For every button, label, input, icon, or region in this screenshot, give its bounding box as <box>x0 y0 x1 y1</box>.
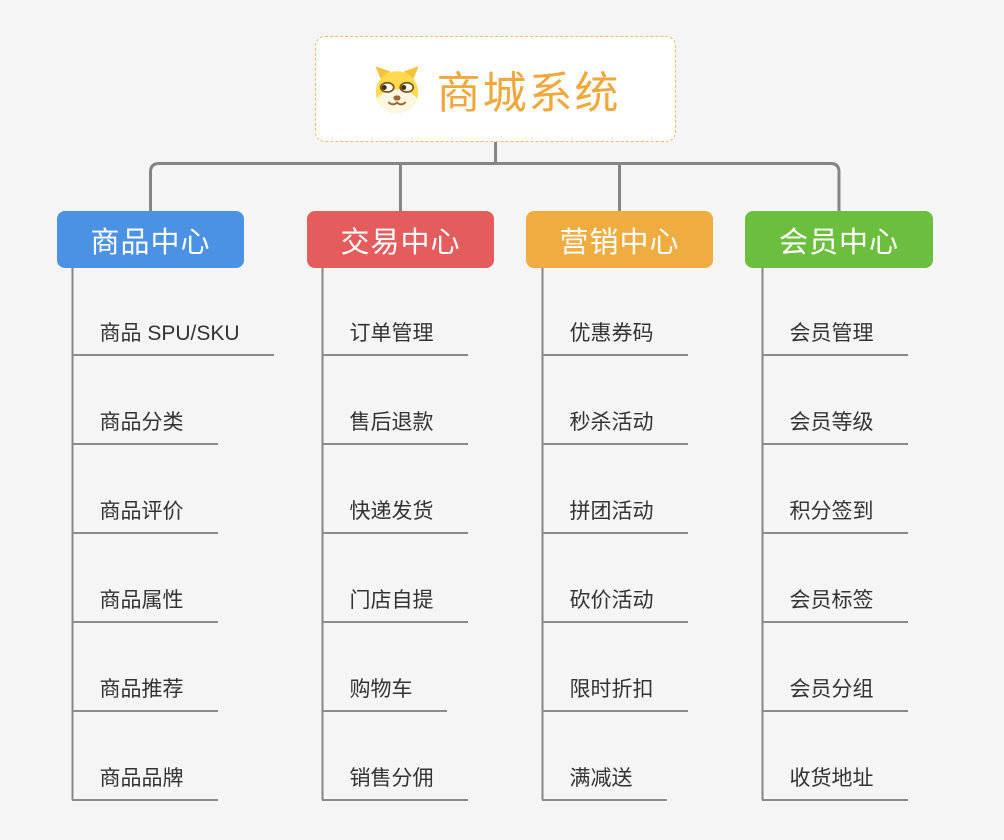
leaf-node[interactable]: 积分签到 <box>761 501 908 534</box>
branch-node-product-center[interactable]: 商品中心 <box>57 211 244 268</box>
leaf-node[interactable]: 会员管理 <box>761 323 908 356</box>
leaf-node[interactable]: 商品属性 <box>71 590 218 623</box>
leaf-node[interactable]: 会员标签 <box>761 590 908 623</box>
root-node[interactable]: 商城系统 <box>315 36 676 142</box>
leaf-node[interactable]: 订单管理 <box>321 323 468 356</box>
leaf-node[interactable]: 门店自提 <box>321 590 468 623</box>
leaf-node[interactable]: 商品分类 <box>71 412 218 445</box>
branch-node-marketing-center[interactable]: 营销中心 <box>526 211 713 268</box>
branch-node-member-center[interactable]: 会员中心 <box>745 211 933 268</box>
leaf-node[interactable]: 收货地址 <box>761 768 908 801</box>
leaf-node[interactable]: 售后退款 <box>321 412 468 445</box>
leaf-node[interactable]: 拼团活动 <box>541 501 688 534</box>
leaf-node[interactable]: 商品品牌 <box>71 768 218 801</box>
leaf-node[interactable]: 满减送 <box>541 768 667 801</box>
leaf-node[interactable]: 优惠券码 <box>541 323 688 356</box>
leaf-node[interactable]: 限时折扣 <box>541 679 688 712</box>
leaf-node[interactable]: 商品评价 <box>71 501 218 534</box>
leaf-node[interactable]: 快递发货 <box>321 501 468 534</box>
leaf-node[interactable]: 商品 SPU/SKU <box>71 323 274 356</box>
leaf-node[interactable]: 会员等级 <box>761 412 908 445</box>
leaf-node[interactable]: 砍价活动 <box>541 590 688 623</box>
leaf-node[interactable]: 销售分佣 <box>321 768 468 801</box>
root-title: 商城系统 <box>436 69 621 118</box>
doge-icon <box>374 66 419 114</box>
leaf-node[interactable]: 购物车 <box>321 679 447 712</box>
leaf-node[interactable]: 会员分组 <box>761 679 908 712</box>
leaf-node[interactable]: 商品推荐 <box>71 679 218 712</box>
leaf-node[interactable]: 秒杀活动 <box>541 412 688 445</box>
branch-node-trade-center[interactable]: 交易中心 <box>307 211 494 268</box>
